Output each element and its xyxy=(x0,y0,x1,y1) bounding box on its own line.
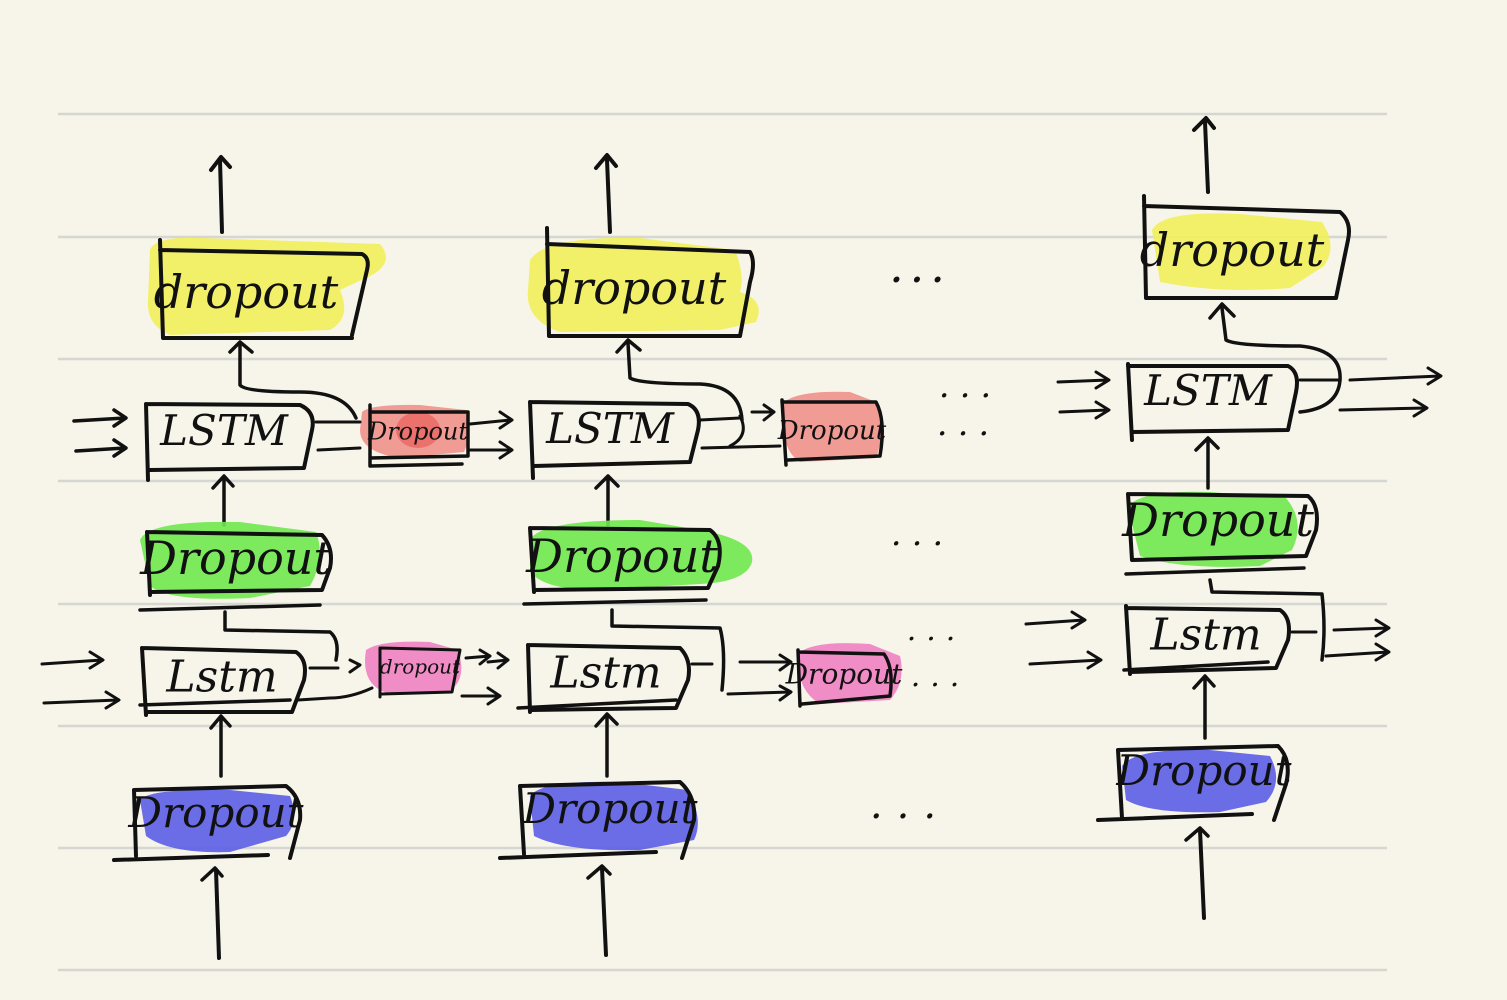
connector-arrow xyxy=(610,608,726,692)
ellipsis-mid: ... xyxy=(891,514,953,554)
lstm-upper-label: LSTM xyxy=(159,406,289,455)
top-dropout-label: dropout xyxy=(1140,223,1325,277)
column-1: dropout LSTM Dropout xyxy=(40,155,514,960)
bottom-dropout-label: Dropout xyxy=(127,788,303,837)
connector-arrow xyxy=(1208,578,1326,662)
bottom-dropout-node: Dropout xyxy=(498,780,698,860)
mid-dropout-node: Dropout xyxy=(522,474,753,606)
ellipsis-upper-b: ... xyxy=(937,404,999,444)
top-dropout-label: dropout xyxy=(542,261,727,315)
recurrent-dropout-lower: Dropout xyxy=(690,643,904,708)
lstm-upper-label: LSTM xyxy=(545,404,675,453)
recurrent-dropout-upper-label: Dropout xyxy=(777,416,887,446)
recurrent-dropout-lower-label: dropout xyxy=(380,655,461,679)
recurrent-dropout-upper: Dropout xyxy=(314,403,514,468)
output-arrow xyxy=(594,153,618,234)
lstm-lower-label: Lstm xyxy=(549,648,661,699)
top-dropout-node: dropout xyxy=(1140,194,1351,300)
connector-arrow xyxy=(594,474,620,527)
ellipsis-top: ... xyxy=(889,239,951,293)
output-arrow xyxy=(209,155,232,234)
lstm-lower-node: Lstm xyxy=(40,646,307,717)
lstm-upper-node: LSTM xyxy=(528,400,701,480)
column-3: dropout LSTM Dropout Lstm xyxy=(1024,116,1443,920)
lstm-lower-label: Lstm xyxy=(1149,610,1261,661)
recurrent-dropout-upper: Dropout xyxy=(698,391,887,467)
connector-arrow xyxy=(211,474,235,527)
connector-arrow xyxy=(238,341,358,420)
notebook-rules xyxy=(58,112,1387,972)
top-dropout-node: dropout xyxy=(147,237,386,340)
input-arrow xyxy=(200,866,224,960)
connector-arrowhead xyxy=(228,340,254,354)
bottom-dropout-label: Dropout xyxy=(521,784,697,833)
connector-arrow xyxy=(1192,674,1216,740)
output-arrow xyxy=(1192,116,1216,194)
top-dropout-label: dropout xyxy=(154,265,339,319)
connector-arrow xyxy=(626,341,744,422)
connector-arrowhead xyxy=(1208,302,1236,320)
connector-arrowhead xyxy=(615,338,642,354)
mid-dropout-label: Dropout xyxy=(525,529,718,583)
input-arrow xyxy=(586,864,612,957)
bottom-dropout-label: Dropout xyxy=(1115,746,1291,795)
ellipsis-lower-a: ... xyxy=(907,613,966,648)
recurrent-dropout-upper-label: Dropout xyxy=(367,418,468,446)
connector-arrow xyxy=(1220,306,1342,414)
connector-arrow xyxy=(209,714,232,778)
ellipsis-bottom: ... xyxy=(870,782,950,828)
ellipsis-markers: ... ... ... ... ... ... ... xyxy=(870,239,1001,828)
recurrent-dropout-lower-label: Dropout xyxy=(785,658,904,691)
mid-dropout-node: Dropout xyxy=(1121,436,1319,576)
lstm-upper-label: LSTM xyxy=(1143,366,1273,415)
ellipsis-lower-b: ... xyxy=(911,659,970,694)
lstm-lower-node: Lstm xyxy=(1024,604,1391,676)
column-2: dropout LSTM Dropout Dropout Ls xyxy=(486,153,904,957)
mid-dropout-node: Dropout xyxy=(138,474,333,612)
lstm-lower-node: Lstm xyxy=(486,643,691,714)
top-dropout-node: dropout xyxy=(527,226,759,338)
lstm-upper-node: LSTM xyxy=(144,402,315,482)
hidden-input-arrows xyxy=(72,408,128,458)
mid-dropout-label: Dropout xyxy=(139,531,332,585)
ellipsis-upper-a: ... xyxy=(939,366,1001,406)
connector-arrow xyxy=(1194,436,1220,490)
lstm-lower-label: Lstm xyxy=(165,652,277,703)
connector-arrow xyxy=(594,712,619,778)
input-arrow xyxy=(1184,826,1210,920)
recurrent-dropout-lower: dropout xyxy=(296,641,502,706)
lstm-upper-node: LSTM xyxy=(1056,362,1443,442)
bottom-dropout-node: Dropout xyxy=(112,784,304,862)
mid-dropout-label: Dropout xyxy=(1121,493,1314,547)
bottom-dropout-node: Dropout xyxy=(1096,744,1292,822)
connector-arrow xyxy=(223,610,339,662)
